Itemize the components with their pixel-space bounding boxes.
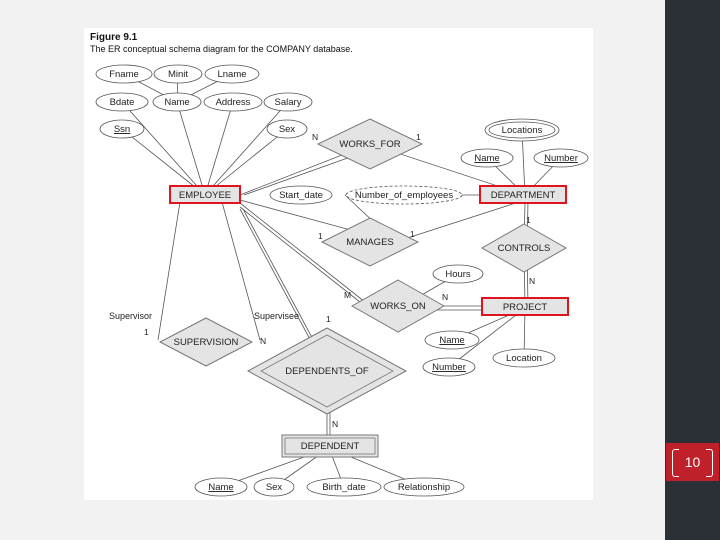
attribute-label: Hours <box>445 269 471 280</box>
attribute-label: Minit <box>168 69 188 80</box>
connector-lines <box>121 73 562 488</box>
relationship-controls: CONTROLS <box>480 223 568 273</box>
cardinality-label: N <box>260 336 266 346</box>
relationship-label: WORKS_ON <box>370 301 426 312</box>
attribute-label: Start_date <box>279 190 323 201</box>
entity-dependent: DEPENDENT <box>281 434 379 458</box>
attribute-label: Lname <box>217 69 246 80</box>
attribute-name <box>194 477 248 497</box>
right-bracket-icon <box>706 449 713 477</box>
attribute-label: Name <box>208 482 233 493</box>
relationship-label: CONTROLS <box>498 243 551 254</box>
attribute-name <box>424 330 480 350</box>
relationship-label: MANAGES <box>346 237 394 248</box>
attribute-label: Sex <box>266 482 283 493</box>
entity-label: DEPARTMENT <box>491 190 556 201</box>
cardinality-label: M <box>344 290 351 300</box>
attribute-number <box>533 148 589 168</box>
attribute-label: Birth_date <box>322 482 365 493</box>
cardinality-label: 1 <box>318 231 323 241</box>
attribute-label: Name <box>474 153 499 164</box>
attribute-label: Location <box>506 353 542 364</box>
attribute-label: Salary <box>275 97 302 108</box>
entity-label: EMPLOYEE <box>179 190 231 201</box>
attribute-label: Locations <box>502 125 543 136</box>
entity-project: PROJECT <box>481 297 569 316</box>
cardinality-label: 1 <box>410 229 415 239</box>
attribute-ssn <box>99 119 145 139</box>
attribute-bdate <box>95 92 149 112</box>
attribute-name <box>460 148 514 168</box>
relationship-label: WORKS_FOR <box>339 139 400 150</box>
attribute-fname <box>95 64 153 84</box>
attribute-relationship <box>383 477 465 497</box>
relationship-dependents-of: DEPENDENTS_OF <box>246 327 408 415</box>
role-label-supervisee: Supervisee <box>254 311 299 321</box>
figure-caption: The ER conceptual schema diagram for the… <box>90 44 353 54</box>
cardinality-label: N <box>312 132 318 142</box>
attribute-label: Bdate <box>110 97 135 108</box>
attribute-label: Address <box>216 97 251 108</box>
cardinality-label: 1 <box>416 132 421 142</box>
entity-label: DEPENDENT <box>301 441 360 452</box>
cardinality-label: N <box>332 419 338 429</box>
relationship-label: SUPERVISION <box>174 337 239 348</box>
attribute-name <box>152 92 202 112</box>
attribute-label: Relationship <box>398 482 450 493</box>
attribute-minit <box>153 64 203 84</box>
attribute-number <box>422 357 476 377</box>
page-number-badge: 10 <box>666 443 719 481</box>
figure-title: Figure 9.1 <box>90 32 138 43</box>
er-diagram: EMPLOYEE DEPARTMENT PROJECT DEPENDENT WO… <box>95 64 589 497</box>
cardinality-label: 1 <box>526 215 531 225</box>
page-number: 10 <box>684 454 701 470</box>
attribute-sex <box>266 119 308 139</box>
attribute-hours <box>432 264 484 284</box>
left-bracket-icon <box>672 449 679 477</box>
attribute-location <box>492 348 556 368</box>
attribute-start-date <box>269 185 333 205</box>
attribute-label: Number <box>432 362 466 373</box>
attribute-label: Number <box>544 153 578 164</box>
entity-employee: EMPLOYEE <box>169 185 241 204</box>
attribute-address <box>203 92 263 112</box>
relationship-works-on: WORKS_ON <box>350 279 446 333</box>
attribute-lname <box>204 64 260 84</box>
attribute-label: Sex <box>279 124 296 135</box>
attribute-label: Ssn <box>114 124 130 135</box>
role-label-supervisor: Supervisor <box>109 311 152 321</box>
cardinality-label: 1 <box>144 327 149 337</box>
attribute-label: Fname <box>109 69 139 80</box>
relationship-manages: MANAGES <box>320 217 420 267</box>
attribute-label: Name <box>164 97 189 108</box>
attribute-salary <box>263 92 313 112</box>
relationship-supervision: SUPERVISION <box>158 317 254 367</box>
attribute-label: Number_of_employees <box>355 190 453 201</box>
entity-label: PROJECT <box>503 302 548 313</box>
attribute-sex <box>253 477 295 497</box>
cardinality-label: N <box>529 276 535 286</box>
attribute-locations <box>488 121 556 139</box>
entity-department: DEPARTMENT <box>479 185 567 204</box>
attribute-label: Name <box>439 335 464 346</box>
relationship-label: DEPENDENTS_OF <box>285 366 369 377</box>
cardinality-label: N <box>442 292 448 302</box>
cardinality-label: 1 <box>326 314 331 324</box>
relationship-works-for: WORKS_FOR <box>316 118 424 170</box>
attribute-number-of-employees <box>345 185 463 205</box>
attribute-birth-date <box>306 477 382 497</box>
er-figure: Figure 9.1 The ER conceptual schema diag… <box>84 28 593 500</box>
